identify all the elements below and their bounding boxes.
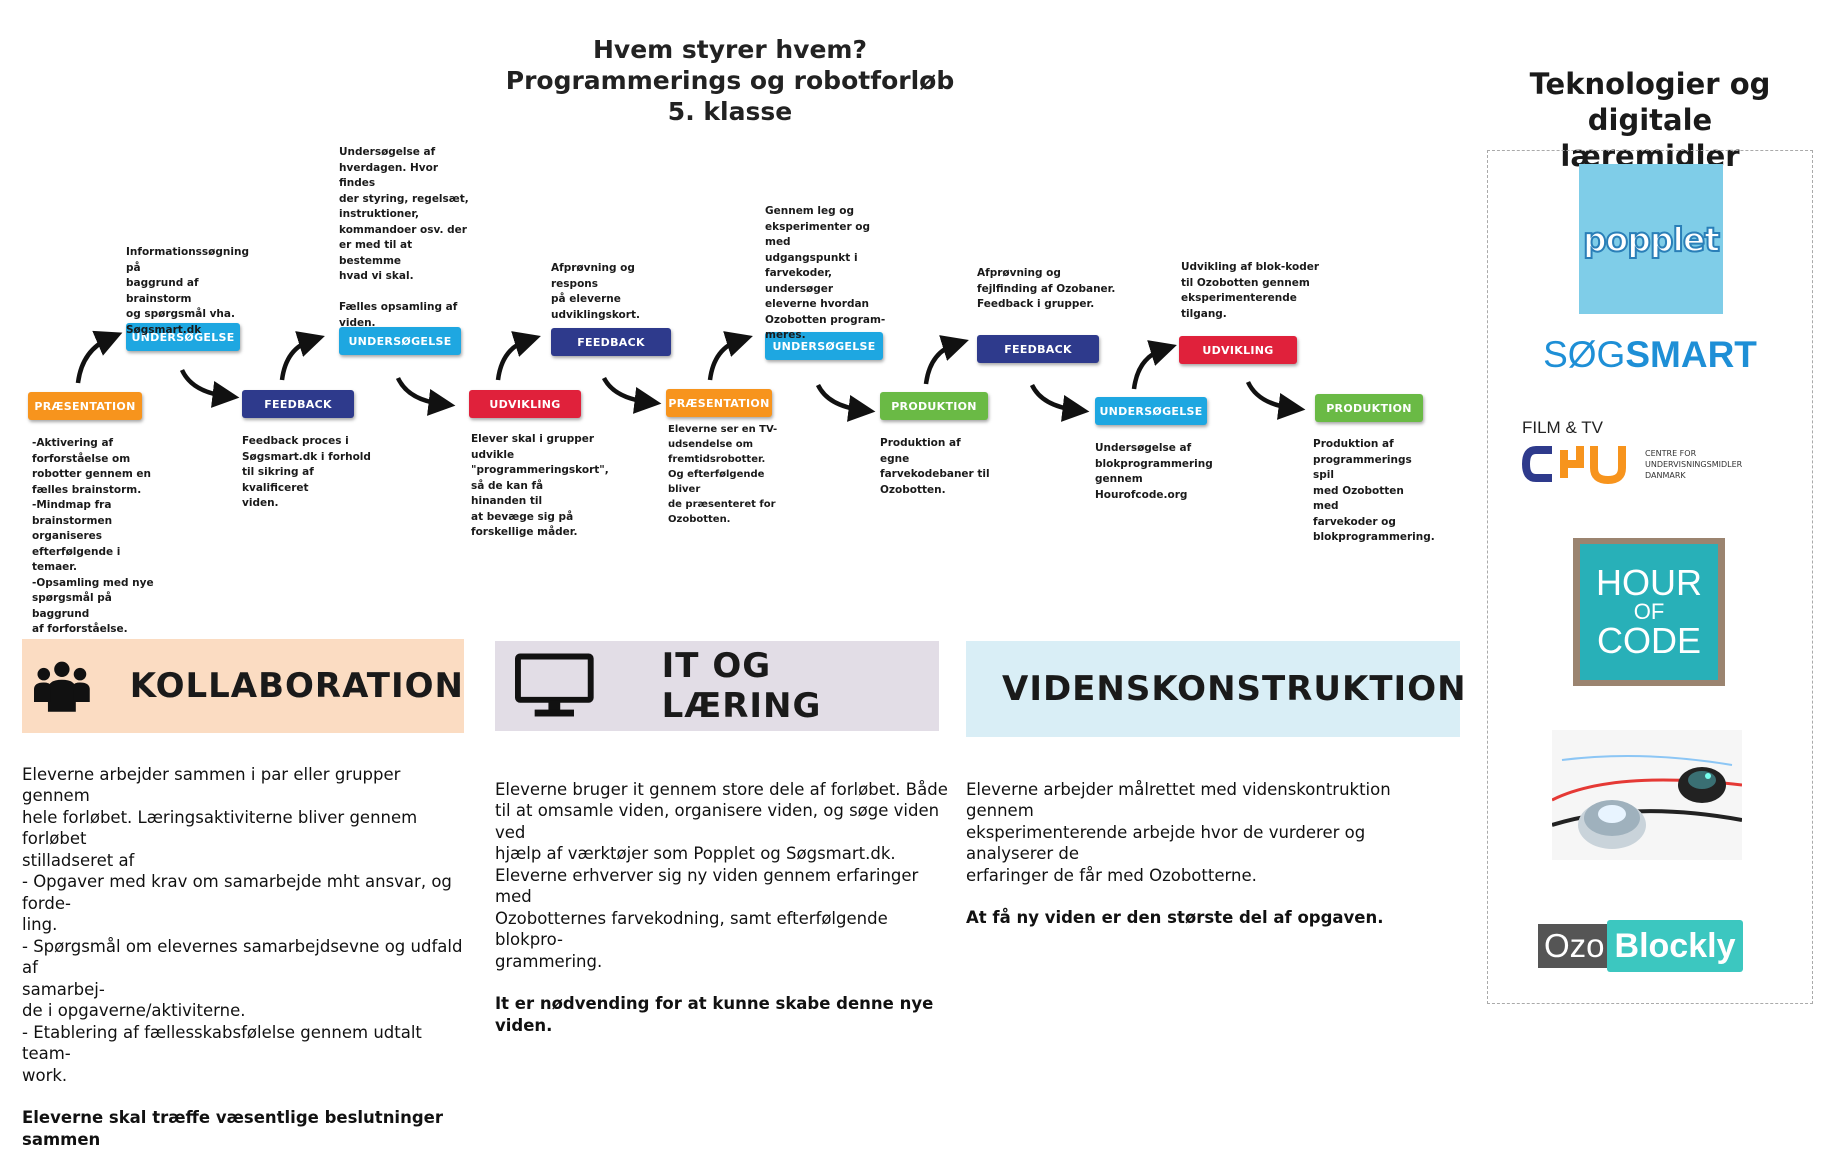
ozoblockly-ozo: Ozo <box>1538 924 1611 968</box>
panel-kollaboration-text: Eleverne arbejder sammen i par eller gru… <box>22 742 472 1172</box>
arrow-up-5 <box>923 335 969 385</box>
panel-viden-header: VIDENSKONSTRUKTION <box>966 641 1466 737</box>
stage-description-13: Produktion af programmerings spil med Oz… <box>1313 438 1435 543</box>
cfu-film-tv: FILM & TV <box>1522 418 1603 437</box>
stage-description-9: Produktion af egne farvekodebaner til Oz… <box>880 437 990 496</box>
ozoblockly-logo: Ozo Blockly <box>1538 920 1768 972</box>
sogsmart-logo: SØGSMART <box>1540 334 1760 376</box>
arrow-down-4 <box>815 383 876 422</box>
panel-kollaboration-body: Eleverne arbejder sammen i par eller gru… <box>22 764 463 1085</box>
flow-arrows <box>75 330 1306 422</box>
stage-description-4: Undersøgelse af hverdagen. Hvor findes d… <box>339 146 469 329</box>
panel-it-body: Eleverne bruger it gennem store dele af … <box>495 779 948 971</box>
title-line-1: Hvem styrer hvem? <box>593 35 867 64</box>
stage-description-1: -Aktivering af forforståelse om robotter… <box>32 437 154 635</box>
sidebar-title-line-1: Teknologier og digitale <box>1529 67 1771 137</box>
stage-badge-undersogelse-4: UNDERSØGELSE <box>1095 397 1207 425</box>
stage-badge-undersogelse-2: UNDERSØGELSE <box>339 327 461 355</box>
stage-badge-praesentation-1: PRÆSENTATION <box>28 392 142 420</box>
stage-badge-produktion-1: PRODUKTION <box>880 392 988 420</box>
title-line-3: 5. klasse <box>667 97 793 126</box>
stage-badge-undersogelse-3: UNDERSØGELSE <box>765 332 883 360</box>
hour-of-code-code: CODE <box>1596 620 1701 661</box>
page-title: Hvem styrer hvem? Programmerings og robo… <box>420 34 1040 127</box>
panel-kollaboration-header: KOLLABORATION <box>22 639 464 733</box>
arrow-up-4 <box>707 331 753 381</box>
stage-description-10: Afprøvning og fejlfinding af Ozobaner. F… <box>977 267 1116 310</box>
panel-kollaboration-bold: Eleverne skal træffe væsentlige beslutni… <box>22 1108 443 1149</box>
ozobot-robots-image <box>1552 730 1742 860</box>
arrow-up-3 <box>495 331 541 381</box>
sogsmart-logo-part-1: SØG <box>1543 334 1626 375</box>
panel-it-bold: It er nødvending for at kunne skabe denn… <box>495 994 934 1035</box>
stage-badge-praesentation-2: PRÆSENTATION <box>666 389 772 417</box>
stage-description-2: Informationssøgning på baggrund af brain… <box>126 246 249 336</box>
sidebar-title: Teknologier og digitale læremidler <box>1480 66 1820 174</box>
stage-description-6: Afprøvning og respons på eleverne udvikl… <box>551 262 640 321</box>
panel-it-text: Eleverne bruger it gennem store dele af … <box>495 757 955 1058</box>
panel-viden-text: Eleverne arbejder målrettet med vidensko… <box>966 757 1456 950</box>
arrow-down-1 <box>179 368 240 408</box>
arrow-up-2 <box>279 331 325 381</box>
stage-badge-feedback-1: FEEDBACK <box>242 390 354 418</box>
cfu-subtitle: CENTRE FOR UNDERVISNINGSMIDLER DANMARK <box>1645 449 1743 480</box>
arrow-up-6 <box>1131 340 1177 390</box>
hour-of-code-hour: HOUR <box>1596 562 1702 603</box>
stage-badge-undersogelse-1: UNDERSØGELSE <box>126 323 240 351</box>
panel-viden-title: VIDENSKONSTRUKTION <box>1002 669 1467 709</box>
arrow-down-6 <box>1245 380 1306 420</box>
hour-of-code-logo: HOUR OF CODE <box>1573 538 1725 686</box>
popplet-logo: popplet <box>1579 164 1723 314</box>
stage-badge-udvikling-1: UDVIKLING <box>469 390 581 418</box>
stage-description-3: Feedback proces i Søgsmart.dk i forhold … <box>242 435 371 509</box>
cfu-letters-icon <box>1522 446 1626 484</box>
panel-kollaboration-title: KOLLABORATION <box>129 666 464 706</box>
sogsmart-logo-part-2: SMART <box>1625 334 1757 375</box>
stage-description-12: Udvikling af blok-koder til Ozobotten ge… <box>1181 261 1320 320</box>
stage-description-8: Gennem leg og eksperimenter og med udgan… <box>765 205 886 341</box>
stage-description-11: Undersøgelse af blokprogrammering gennem… <box>1095 442 1213 501</box>
stage-badge-produktion-2: PRODUKTION <box>1315 394 1423 422</box>
title-line-2: Programmerings og robotforløb <box>505 66 955 95</box>
stage-badge-udvikling-2: UDVIKLING <box>1179 336 1297 364</box>
popplet-logo-text: popplet <box>1582 219 1721 260</box>
panel-it-header: IT OG LÆRING <box>495 641 939 731</box>
panel-viden-body: Eleverne arbejder målrettet med vidensko… <box>966 779 1391 885</box>
stage-description-5: Elever skal i grupper udvikle "programme… <box>471 433 609 538</box>
arrow-down-2 <box>395 376 456 416</box>
tools-box <box>1487 150 1813 1004</box>
panel-it-title: IT OG LÆRING <box>661 646 822 726</box>
cfu-logo: FILM & TV CENTRE FOR UNDERVISNINGSMIDLER… <box>1522 418 1772 488</box>
group-icon <box>34 661 90 712</box>
panel-viden-bold: At få ny viden er den største del af opg… <box>966 908 1384 927</box>
stage-badge-feedback-2: FEEDBACK <box>551 328 671 356</box>
stage-badge-feedback-3: FEEDBACK <box>977 335 1099 363</box>
hour-of-code-of: OF <box>1633 599 1665 624</box>
arrow-down-3 <box>601 376 662 414</box>
stage-description-7: Eleverne ser en TV- udsendelse om fremti… <box>668 424 778 525</box>
ozoblockly-blockly: Blockly <box>1606 920 1744 972</box>
monitor-icon <box>515 653 594 717</box>
arrow-up-1 <box>75 330 123 384</box>
arrow-down-5 <box>1029 383 1090 422</box>
